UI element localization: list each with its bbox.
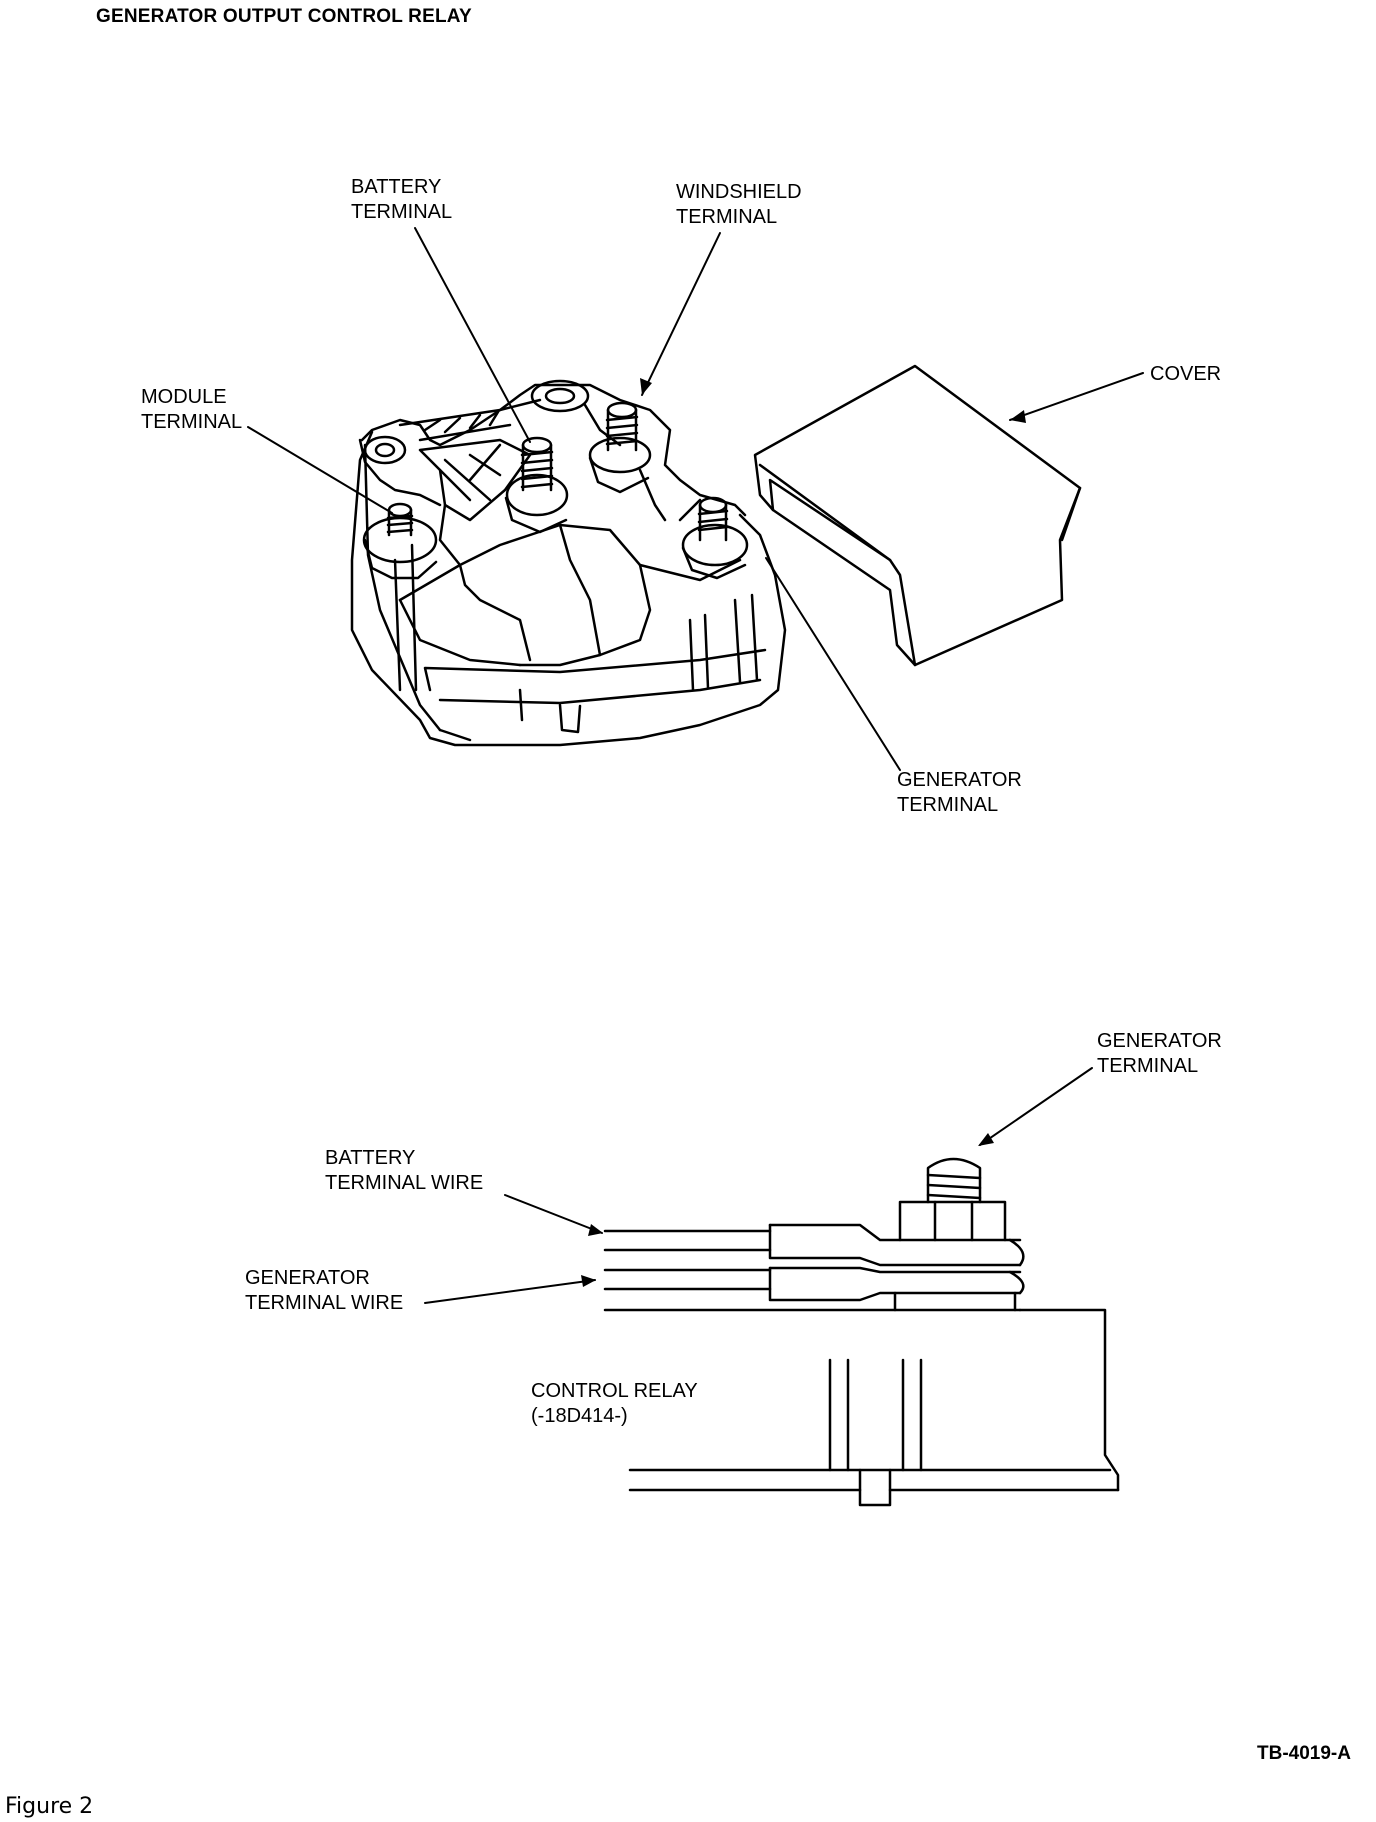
side-view-drawing <box>603 1157 1120 1507</box>
page-title: GENERATOR OUTPUT CONTROL RELAY <box>96 6 472 27</box>
bottom-leader-lines <box>424 1067 1093 1304</box>
label-generator-terminal-wire: GENERATOR TERMINAL WIRE <box>245 1267 404 1314</box>
label-windshield-terminal: WINDSHIELD TERMINAL <box>676 181 802 228</box>
label-generator-terminal-top: GENERATOR TERMINAL <box>897 769 1022 816</box>
label-control-relay: CONTROL RELAY (-18D414-) <box>531 1380 698 1427</box>
top-leader-lines <box>247 227 1144 771</box>
figure-code: TB-4019-A <box>1257 1743 1351 1764</box>
label-battery-terminal: BATTERY TERMINAL <box>351 176 453 223</box>
relay-body-drawing <box>350 379 787 747</box>
cover-drawing <box>753 364 1082 667</box>
label-module-terminal: MODULE TERMINAL <box>141 386 243 433</box>
label-cover: COVER <box>1150 363 1222 385</box>
label-generator-terminal-side: GENERATOR TERMINAL <box>1097 1030 1222 1077</box>
figure-caption: Figure 2 <box>5 1794 94 1819</box>
terminal-studs <box>386 401 729 542</box>
label-battery-terminal-wire: BATTERY TERMINAL WIRE <box>325 1147 484 1194</box>
